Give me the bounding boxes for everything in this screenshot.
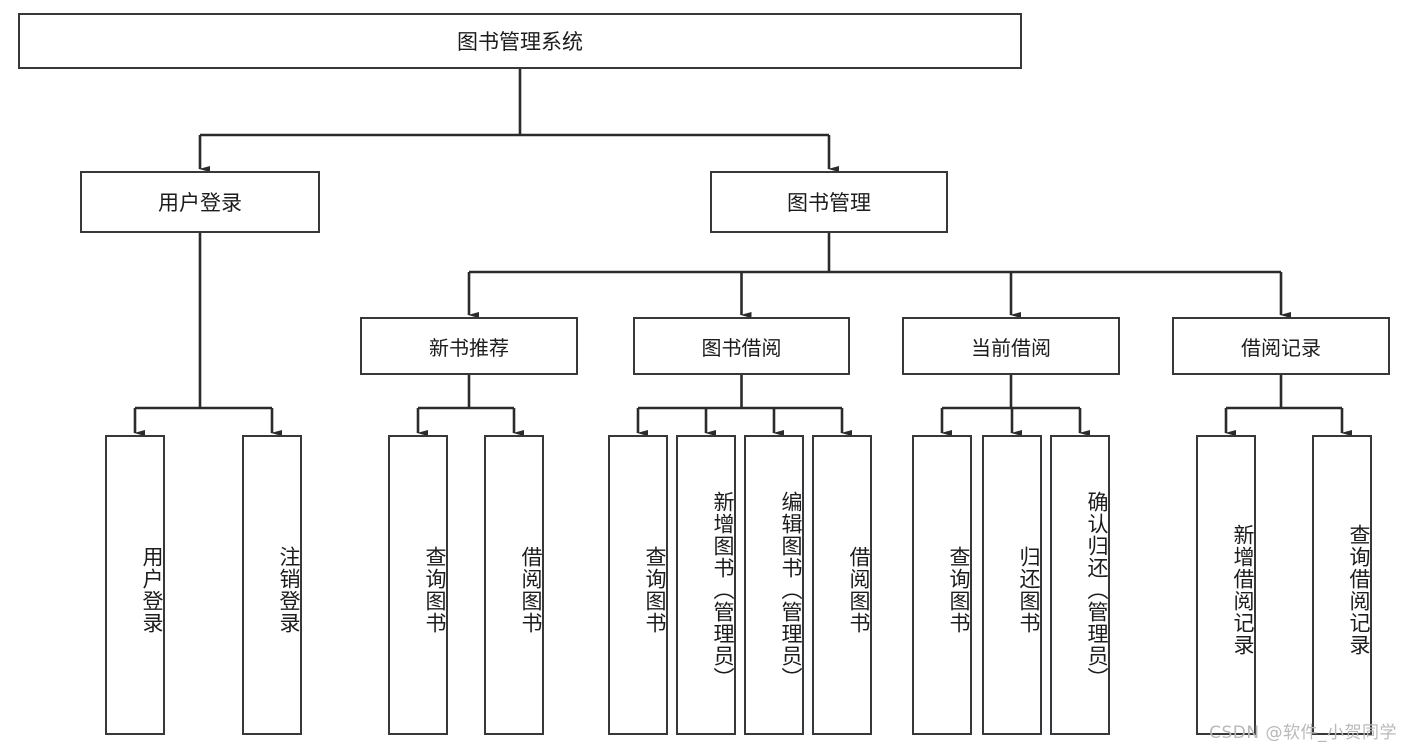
node-root-label: 图书管理系统 — [457, 30, 583, 54]
node-book-management-label: 图书管理 — [787, 191, 871, 215]
node-query-book-recommend-label: 查询图书 — [423, 546, 447, 634]
node-query-borrow-record-label: 查询借阅记录 — [1347, 524, 1371, 656]
node-add-borrow-record-label: 新增借阅记录 — [1231, 524, 1255, 656]
node-current-borrow[interactable]: 当前借阅 — [902, 317, 1120, 375]
node-user-logout-label: 注销登录 — [277, 546, 301, 634]
node-borrow-record[interactable]: 借阅记录 — [1172, 317, 1390, 375]
node-query-borrow-record[interactable]: 查询借阅记录 — [1312, 435, 1372, 735]
node-user-login[interactable]: 用户登录 — [80, 171, 320, 233]
node-confirm-return-admin[interactable]: 确认归还（管理员） — [1050, 435, 1110, 735]
node-add-borrow-record[interactable]: 新增借阅记录 — [1196, 435, 1256, 735]
node-query-book-current-label: 查询图书 — [947, 546, 971, 634]
node-user-login-do-label: 用户登录 — [140, 546, 164, 634]
node-return-book-label: 归还图书 — [1017, 546, 1041, 634]
node-book-borrow[interactable]: 图书借阅 — [633, 317, 850, 375]
node-borrow-book-recommend-label: 借阅图书 — [519, 546, 543, 634]
node-confirm-return-admin-label: 确认归还（管理员） — [1085, 491, 1109, 689]
node-add-book-admin[interactable]: 新增图书（管理员） — [676, 435, 736, 735]
node-return-book[interactable]: 归还图书 — [982, 435, 1042, 735]
node-current-borrow-label: 当前借阅 — [971, 335, 1051, 360]
node-root[interactable]: 图书管理系统 — [18, 13, 1022, 69]
node-query-book-borrow-label: 查询图书 — [643, 546, 667, 634]
node-query-book-current[interactable]: 查询图书 — [912, 435, 972, 735]
node-borrow-book[interactable]: 借阅图书 — [812, 435, 872, 735]
node-borrow-book-label: 借阅图书 — [847, 546, 871, 634]
node-borrow-record-label: 借阅记录 — [1241, 335, 1321, 360]
node-query-book-recommend[interactable]: 查询图书 — [388, 435, 448, 735]
node-new-book-recommend-label: 新书推荐 — [429, 335, 509, 360]
node-user-login-do[interactable]: 用户登录 — [105, 435, 165, 735]
node-edit-book-admin-label: 编辑图书（管理员） — [779, 491, 803, 689]
node-book-management[interactable]: 图书管理 — [710, 171, 948, 233]
node-user-login-label: 用户登录 — [158, 191, 242, 215]
node-edit-book-admin[interactable]: 编辑图书（管理员） — [744, 435, 804, 735]
node-borrow-book-recommend[interactable]: 借阅图书 — [484, 435, 544, 735]
node-add-book-admin-label: 新增图书（管理员） — [711, 491, 735, 689]
node-user-logout[interactable]: 注销登录 — [242, 435, 302, 735]
node-new-book-recommend[interactable]: 新书推荐 — [360, 317, 578, 375]
node-query-book-borrow[interactable]: 查询图书 — [608, 435, 668, 735]
node-book-borrow-label: 图书借阅 — [701, 335, 782, 360]
watermark: CSDN @软件_小贺同学 — [1209, 723, 1397, 743]
